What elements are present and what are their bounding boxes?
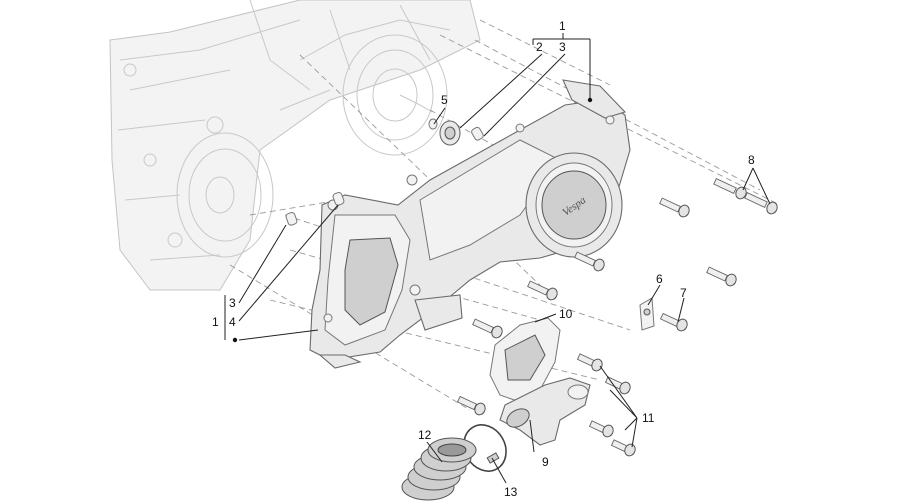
transmission-cover: Vespa: [309, 79, 631, 369]
bracket-dot-top: [587, 97, 593, 103]
callout-11: 11: [642, 411, 655, 425]
bolt-cover-d: [527, 280, 558, 301]
air-duct-cover: [489, 317, 561, 403]
callout-1-left: 1: [212, 315, 219, 329]
callout-8: 8: [748, 153, 755, 167]
rubber-bellows: [401, 437, 477, 501]
screw-bolts: [456, 178, 778, 457]
bolt-cover-a: [659, 197, 690, 218]
callout-labels: 1 2 3 5 8 6 7 10 11 9 12 13 3 4 1: [212, 19, 755, 499]
callout-2-top: 2: [536, 40, 543, 54]
callout-1-top: 1: [559, 19, 566, 33]
bolt-11a: [576, 353, 603, 372]
bolt-7: [659, 312, 688, 332]
callout-9: 9: [542, 455, 549, 469]
bracket-dot-left: [232, 337, 238, 343]
bolt-cover-c: [706, 266, 737, 287]
dowel-pin-top: [471, 126, 484, 141]
callout-3-left: 3: [229, 296, 236, 310]
bolt-11d: [610, 439, 636, 457]
leader-lines: [224, 33, 771, 484]
bolt-cover-e: [472, 318, 503, 339]
washer: [428, 118, 438, 130]
bearing: [439, 120, 461, 146]
callout-3-top: 3: [559, 40, 566, 54]
bracket: [639, 297, 655, 331]
bolt-8b: [744, 192, 778, 215]
bolt-cover-f: [456, 395, 486, 416]
callout-5: 5: [441, 93, 448, 107]
ghost-engine-background: [109, 0, 481, 291]
intake-duct: [499, 377, 591, 446]
callout-4-left: 4: [229, 315, 236, 329]
bolt-11c: [588, 420, 614, 438]
dowel-pin-left-a: [285, 211, 298, 226]
callout-6: 6: [656, 272, 663, 286]
callout-10: 10: [559, 307, 573, 321]
bolt-cover-b: [574, 251, 605, 272]
callout-12: 12: [418, 428, 432, 442]
bolt-8a: [713, 178, 747, 200]
callout-7: 7: [680, 286, 687, 300]
callout-13: 13: [504, 485, 518, 499]
dowel-pin-left-b: [332, 191, 345, 206]
